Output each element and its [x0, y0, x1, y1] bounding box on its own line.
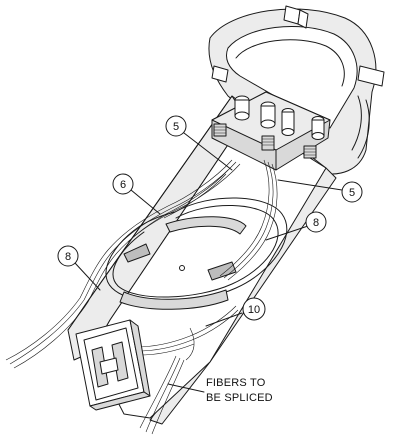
post-2 — [260, 101, 276, 129]
callout-leaders — [74, 132, 343, 393]
threaded-fitting-3 — [303, 145, 317, 159]
callout-6: 6 — [112, 173, 134, 195]
callout-5-top-label: 5 — [173, 121, 179, 133]
callout-8-right-label: 8 — [313, 217, 319, 229]
callout-5-right: 5 — [341, 181, 363, 203]
fitting-block — [211, 91, 331, 171]
callout-10: 10 — [242, 297, 266, 321]
threaded-fitting-1 — [213, 123, 227, 137]
callout-8-right: 8 — [305, 211, 327, 233]
callout-5-top: 5 — [165, 115, 187, 137]
fibers-caption: FIBERS TO BE SPLICED — [206, 377, 273, 404]
fiber-storage-loop — [105, 197, 288, 310]
post-3 — [281, 108, 295, 136]
callout-5-right-label: 5 — [349, 187, 355, 199]
callout-6-label: 6 — [120, 179, 126, 191]
callout-8-left-label: 8 — [65, 251, 71, 263]
end-cap-collar — [208, 5, 385, 175]
caption-line-1: FIBERS TO — [206, 377, 266, 389]
callout-8-left: 8 — [57, 245, 79, 267]
threaded-fitting-2 — [261, 135, 275, 151]
post-4 — [311, 116, 325, 140]
callout-10-label: 10 — [248, 304, 260, 316]
post-1 — [234, 95, 250, 121]
center-hole — [179, 265, 185, 271]
caption-line-2: BE SPLICED — [206, 392, 273, 404]
mounting-bracket — [75, 319, 151, 411]
